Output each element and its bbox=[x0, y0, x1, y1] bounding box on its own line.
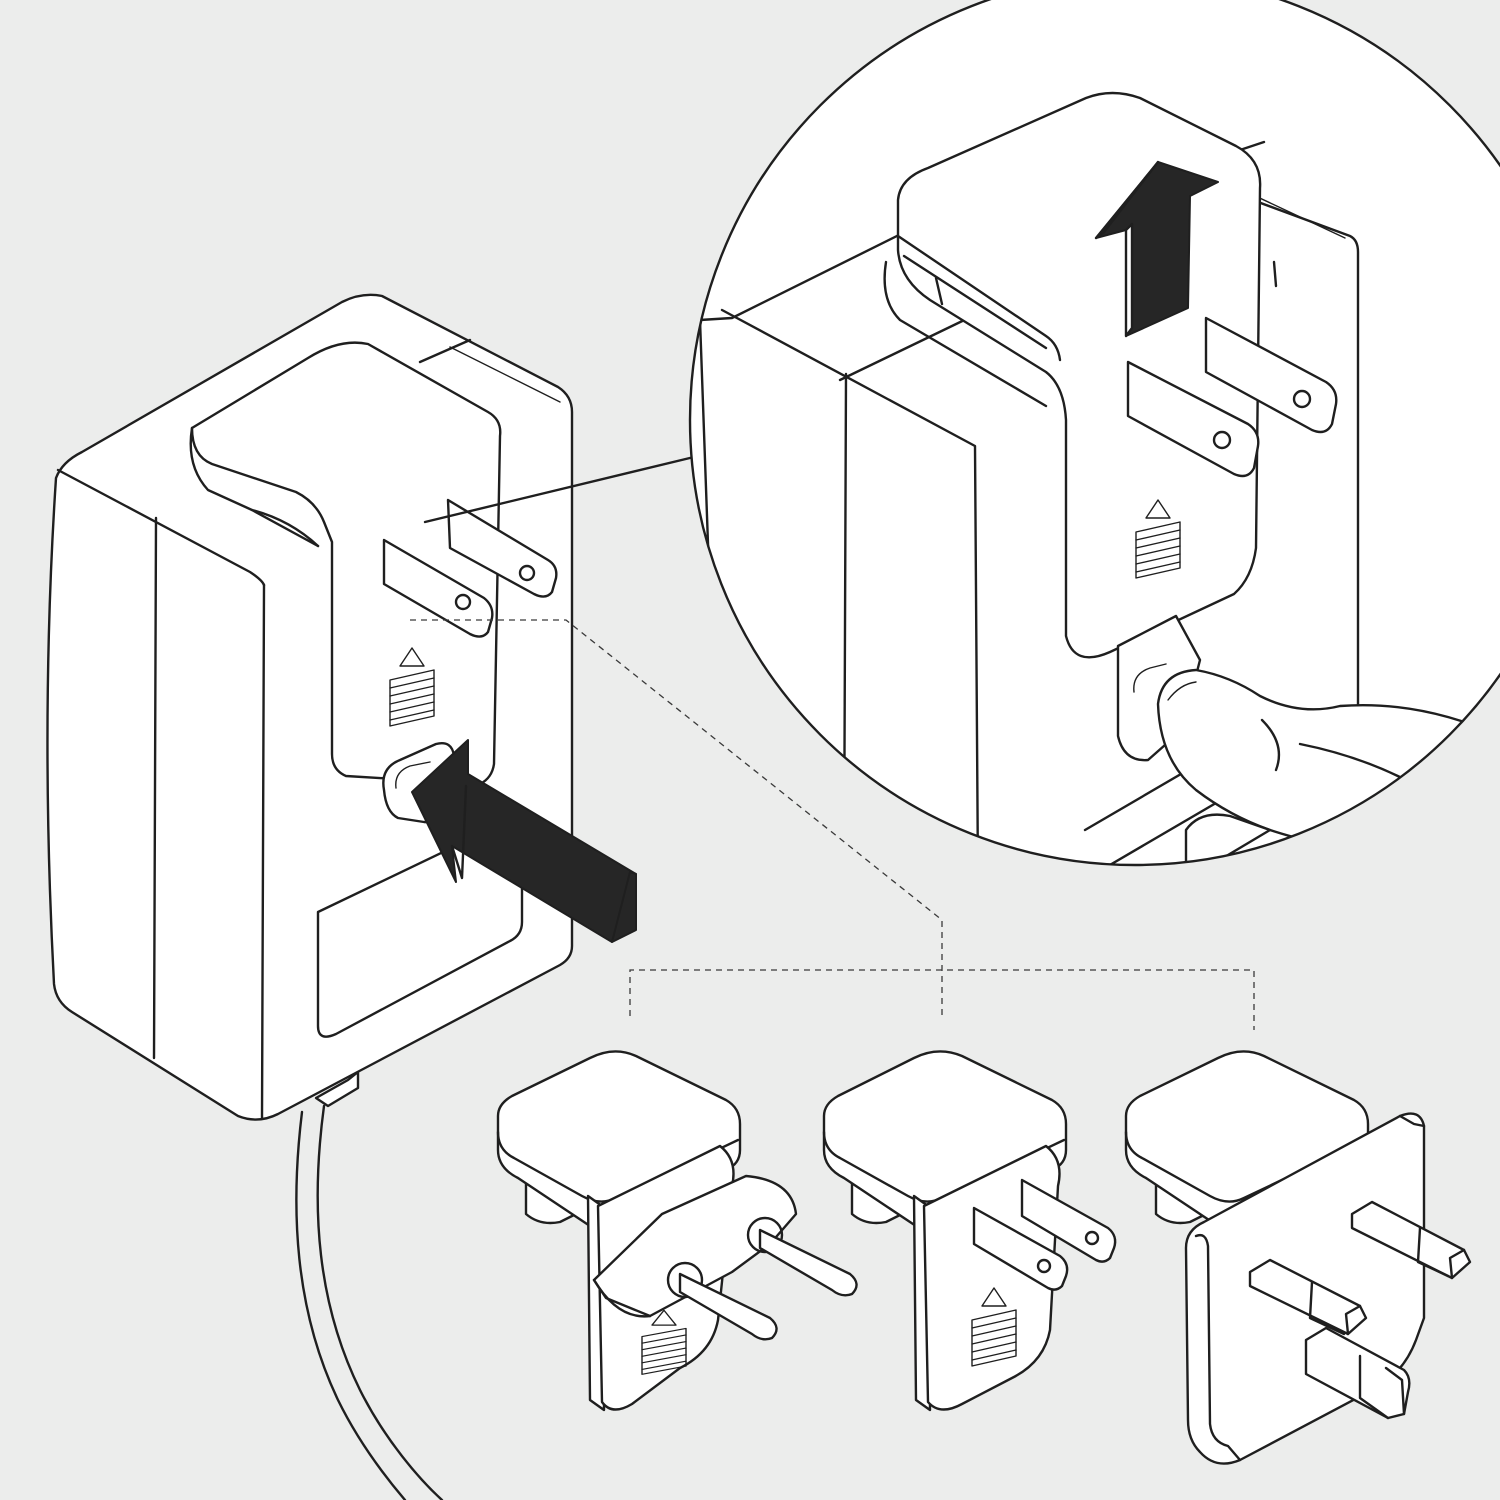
release-arrow-icon bbox=[1094, 160, 1219, 338]
magnifier-callout-icon bbox=[688, 0, 1500, 867]
insert-arrow-icon bbox=[411, 739, 637, 943]
zoom-leader-line bbox=[423, 455, 696, 524]
uk-plug-clip-icon bbox=[1124, 1050, 1472, 1465]
eu-plug-clip-icon bbox=[496, 1050, 858, 1412]
us-plug-clip-icon bbox=[822, 1050, 1117, 1412]
power-cord bbox=[295, 1104, 444, 1500]
power-adapter-icon bbox=[46, 293, 574, 1121]
clip-connector-lines bbox=[410, 619, 1255, 1030]
